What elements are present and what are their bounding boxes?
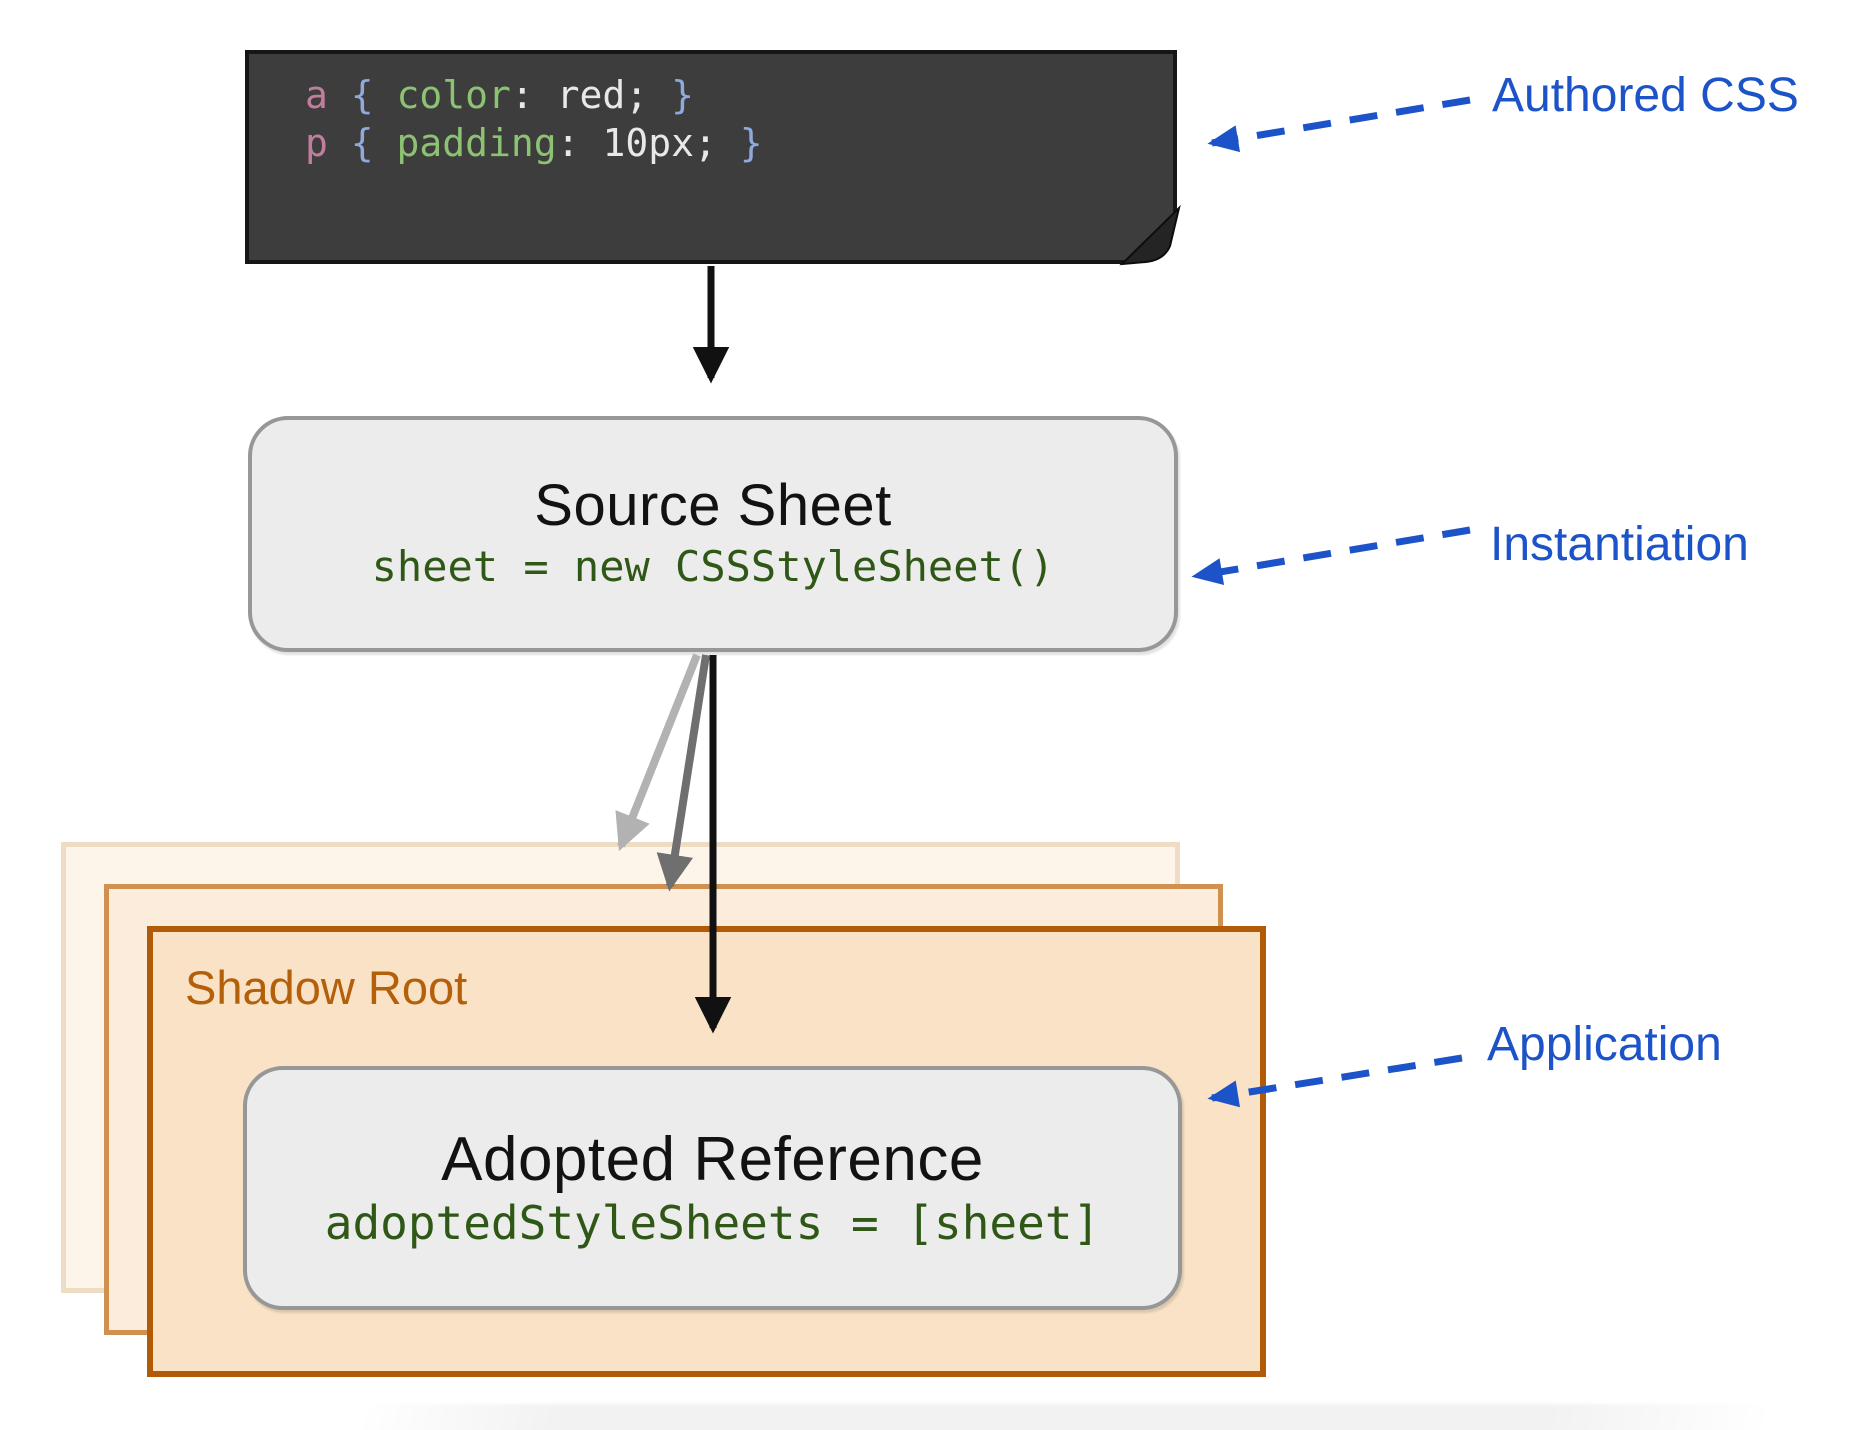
instantiation-label: Instantiation <box>1490 518 1749 571</box>
source-sheet-code: sheet = new CSSStyleSheet() <box>371 542 1055 591</box>
source-sheet-title: Source Sheet <box>534 473 892 538</box>
application-label: Application <box>1487 1018 1722 1071</box>
css-value: : red; <box>510 73 672 117</box>
css-property: color <box>396 73 511 117</box>
annotation-arrow-instantiation <box>1191 526 1471 586</box>
flow-arrow-source-to-back-shadow-root <box>615 653 701 852</box>
adopted-reference-box: Adopted Reference adoptedStyleSheets = [… <box>243 1066 1182 1310</box>
css-selector: a <box>305 73 351 117</box>
annotation-arrow-authored-css <box>1207 96 1471 153</box>
css-open-brace: { <box>350 73 397 117</box>
css-rule-line: p { padding: 10px; } <box>305 119 1173 167</box>
css-rule-line: a { color: red; } <box>305 71 1173 119</box>
css-close-brace: } <box>671 73 694 117</box>
css-open-brace: { <box>350 121 397 165</box>
adopted-reference-title: Adopted Reference <box>441 1125 984 1194</box>
adopted-reference-code: adoptedStyleSheets = [sheet] <box>324 1196 1101 1250</box>
css-property: padding <box>396 121 557 165</box>
bottom-shadow-strip <box>360 1404 1770 1430</box>
authored-css-label: Authored CSS <box>1492 69 1799 122</box>
css-selector: p <box>305 121 351 165</box>
source-sheet-box: Source Sheet sheet = new CSSStyleSheet() <box>248 416 1178 652</box>
css-close-brace: } <box>739 121 763 165</box>
css-value: : 10px; <box>556 121 740 165</box>
authored-css-code-block: a { color: red; } p { padding: 10px; } <box>245 50 1177 264</box>
shadow-root-label: Shadow Root <box>185 961 468 1014</box>
